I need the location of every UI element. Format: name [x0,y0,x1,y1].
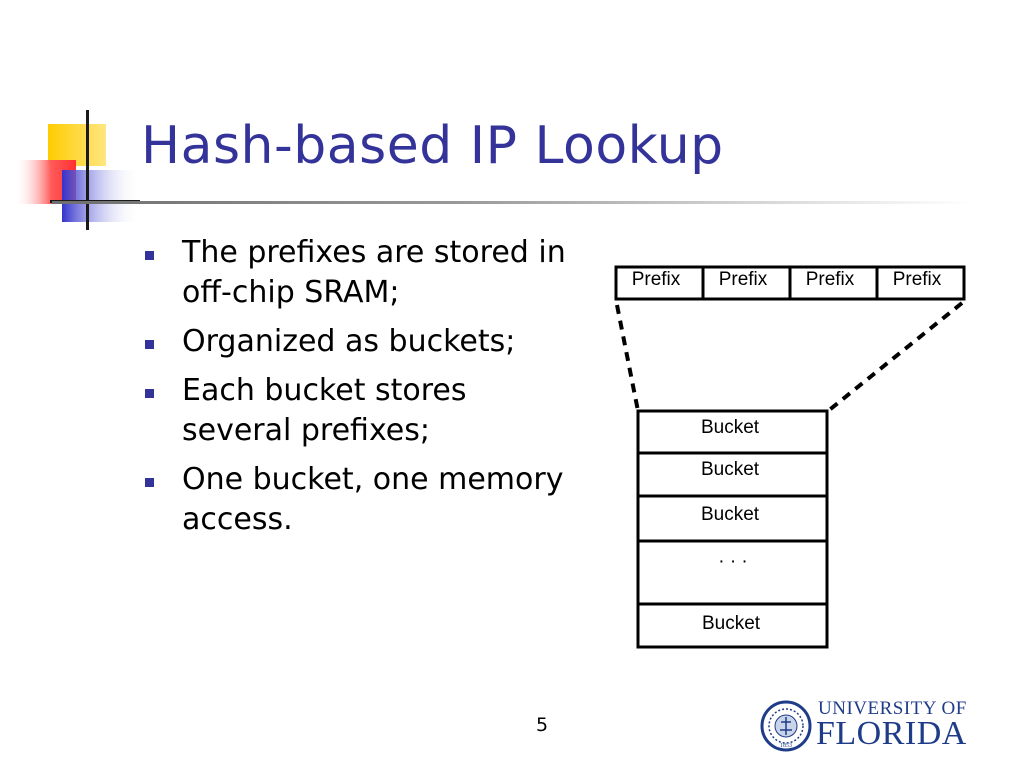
decorative-corner-graphic [14,110,140,230]
square-bullet-icon [145,251,154,260]
deco-yellow-square [48,124,106,166]
bullet-item: Each bucket stores several prefixes; [142,371,572,451]
seal-year: 1853 [780,743,792,749]
title-underline [52,201,972,204]
square-bullet-icon [145,340,154,349]
bullet-text: Each bucket stores several prefixes; [182,373,467,448]
square-bullet-icon [145,389,154,398]
bullet-text: Organized as buckets; [182,324,516,359]
square-bullet-icon [145,478,154,487]
bucket-label: Bucket [701,417,760,438]
page-number: 5 [536,714,549,736]
bullet-text: The prefixes are stored in off-chip SRAM… [182,235,566,310]
prefix-label: Prefix [719,269,768,290]
slide-title: Hash-based IP Lookup [141,116,724,176]
bucket-label: Bucket [701,459,760,480]
university-seal-icon: 1853 [760,700,812,752]
prefix-label: Prefix [806,269,855,290]
logo-line-2: FLORIDA [816,715,967,752]
bucket-cell [636,451,829,498]
bucket-label: Bucket [702,613,761,634]
dashed-connector-right [826,301,964,413]
bullet-item: Organized as buckets; [142,322,572,362]
bullet-item: One bucket, one memory access. [142,460,572,540]
university-logo: 1853 UNIVERSITY OF FLORIDA [760,698,980,756]
bullet-item: The prefixes are stored in off-chip SRAM… [142,233,572,313]
prefix-cell [788,265,879,301]
bucket-stack [636,409,829,649]
bucket-diagram: Prefix Prefix Prefix Prefix Bucket Bucke… [614,265,966,649]
logo-line-1: UNIVERSITY OF [818,698,967,719]
prefix-cell [614,265,705,301]
prefix-row [614,265,966,301]
prefix-cell [875,265,966,301]
deco-blue-square [62,170,140,222]
bucket-cell [636,602,829,649]
bullet-text: One bucket, one memory access. [182,462,564,537]
prefix-label: Prefix [893,269,942,290]
deco-vertical-line [86,110,89,230]
bucket-ellipsis: · · · [718,551,748,572]
bullet-list: The prefixes are stored in off-chip SRAM… [142,233,572,549]
bucket-label: Bucket [701,504,760,525]
dashed-connector-left [615,304,640,412]
prefix-label: Prefix [632,269,681,290]
